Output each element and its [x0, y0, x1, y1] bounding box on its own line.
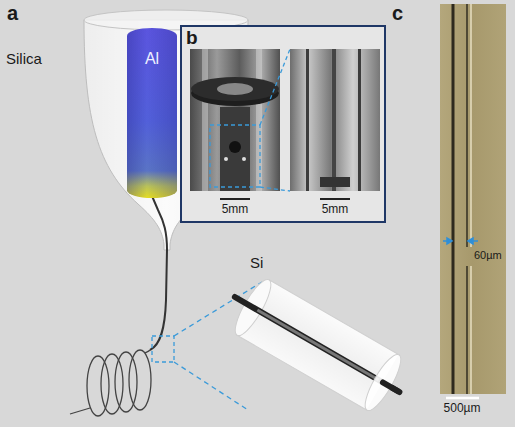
left-photo	[190, 49, 280, 191]
zoom-box	[152, 336, 174, 362]
fiber	[150, 196, 167, 350]
metal-core: Al	[127, 28, 177, 198]
material-label: Si	[250, 254, 263, 271]
width-arrows	[443, 238, 478, 244]
scale-bar	[446, 397, 479, 400]
material-label: Al	[145, 50, 159, 68]
panel-letter: b	[186, 27, 198, 49]
panel-letter: c	[392, 2, 403, 25]
scale-label: 5mm	[322, 203, 349, 217]
scale-label: 500µm	[444, 402, 481, 416]
dimension-label: 60µm	[474, 249, 502, 262]
scale-label: 5mm	[222, 203, 249, 217]
panel-letter: a	[7, 2, 18, 25]
zoom-leader	[260, 49, 290, 125]
micrograph	[440, 4, 506, 394]
zoom-leader	[260, 187, 290, 191]
zoom-leader	[174, 362, 248, 410]
photo-panel: b 5mm 5mm	[180, 25, 386, 223]
right-photo	[290, 49, 380, 191]
material-label: Silica	[6, 50, 42, 67]
zoom-cylinder	[219, 269, 416, 419]
scale-bar	[220, 198, 250, 200]
photographs	[182, 27, 384, 221]
fiber-coil	[70, 350, 151, 416]
scale-bar	[320, 198, 350, 200]
